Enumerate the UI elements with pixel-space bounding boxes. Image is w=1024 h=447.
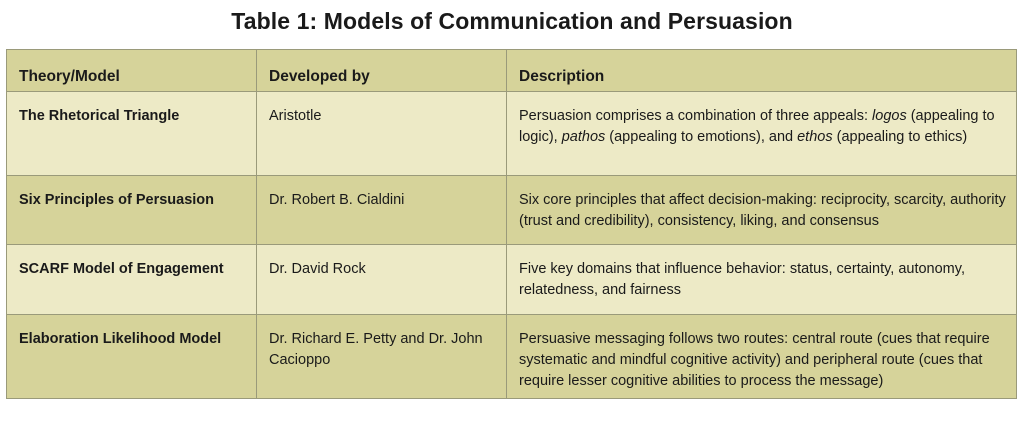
description-text: (appealing to logic), bbox=[519, 108, 995, 145]
table-row: The Rhetorical Triangle Aristotle Persua… bbox=[6, 91, 1017, 176]
logos-term: logos bbox=[872, 108, 907, 124]
theory-cell: Elaboration Likelihood Model bbox=[6, 314, 257, 399]
page-title: Table 1: Models of Communication and Per… bbox=[231, 8, 793, 34]
theory-cell: The Rhetorical Triangle bbox=[6, 91, 257, 176]
theory-cell: SCARF Model of Engagement bbox=[6, 244, 257, 315]
description-cell: Persuasion comprises a combination of th… bbox=[506, 91, 1017, 176]
table-row: Six Principles of Persuasion Dr. Robert … bbox=[6, 175, 1017, 245]
pathos-term: pathos bbox=[561, 129, 606, 145]
table-row: Elaboration Likelihood Model Dr. Richard… bbox=[6, 314, 1017, 399]
theory-cell: Six Principles of Persuasion bbox=[6, 175, 257, 245]
description-text: (appealing to emotions), and bbox=[605, 129, 798, 145]
developer-cell: Aristotle bbox=[256, 91, 507, 176]
header-description: Description bbox=[506, 49, 1017, 92]
developer-cell: Dr. David Rock bbox=[256, 244, 507, 315]
developer-cell: Dr. Richard E. Petty and Dr. John Caciop… bbox=[256, 314, 507, 399]
developer-cell: Dr. Robert B. Cialdini bbox=[256, 175, 507, 245]
table-row: SCARF Model of Engagement Dr. David Rock… bbox=[6, 244, 1017, 315]
table-header-row: Theory/Model Developed by Description bbox=[6, 49, 1017, 92]
description-cell: Five key domains that influence behavior… bbox=[506, 244, 1017, 315]
models-table: Theory/Model Developed by Description Th… bbox=[6, 49, 1017, 399]
description-cell: Persuasive messaging follows two routes:… bbox=[506, 314, 1017, 399]
description-text: Persuasion comprises a combination of th… bbox=[519, 108, 873, 124]
description-text: (appealing to ethics) bbox=[832, 129, 968, 145]
header-developer: Developed by bbox=[256, 49, 507, 92]
description-cell: Six core principles that affect decision… bbox=[506, 175, 1017, 245]
ethos-term: ethos bbox=[797, 129, 833, 145]
header-theory: Theory/Model bbox=[6, 49, 257, 92]
